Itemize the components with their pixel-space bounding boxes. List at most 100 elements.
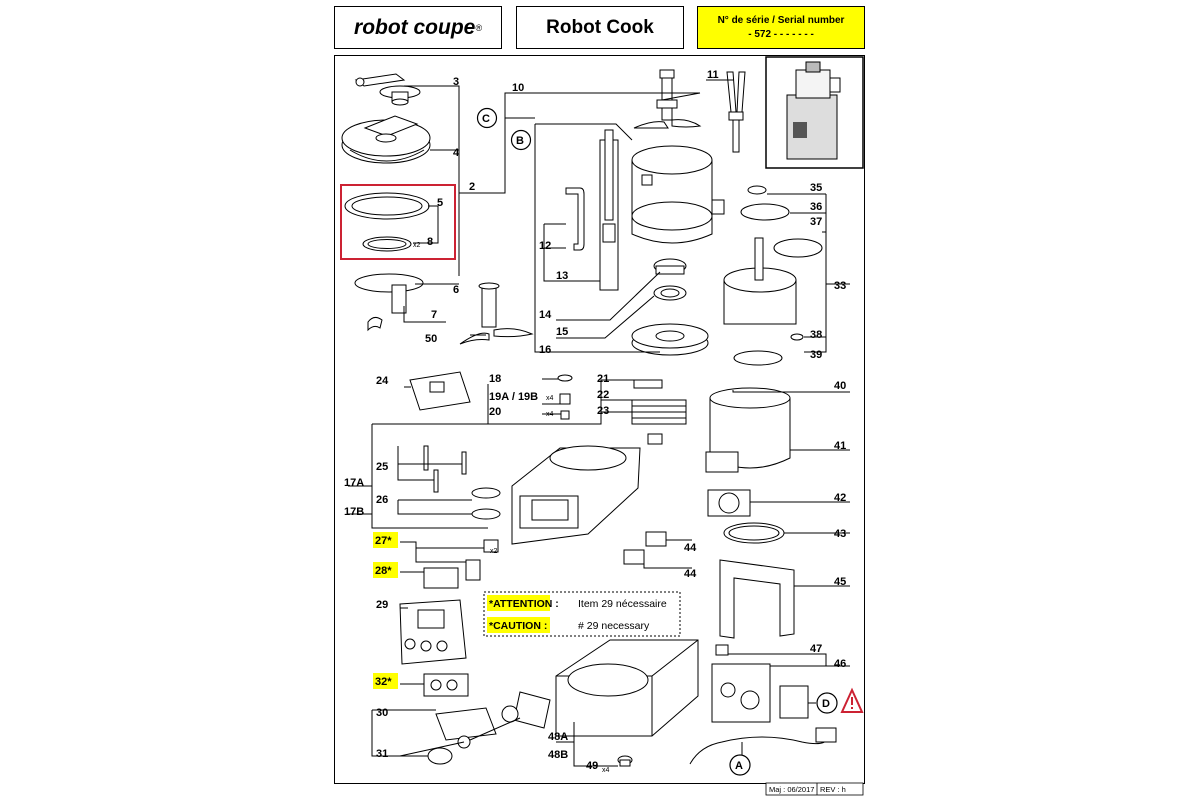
serial-value: - 572 - - - - - - - <box>748 28 814 40</box>
callout-14: 14 <box>539 309 552 321</box>
caution-label: *CAUTION : <box>489 620 547 632</box>
callout-28: 28* <box>375 565 392 577</box>
electronic-board-46 <box>711 644 809 723</box>
callout-48b: 48B <box>548 749 568 761</box>
qty-27: x2 <box>490 548 498 555</box>
callout-12: 12 <box>539 240 551 252</box>
callout-10: 10 <box>512 82 524 94</box>
circle-d: D <box>822 698 830 710</box>
inset-machine-icon <box>786 61 841 160</box>
small-seal-ring <box>362 236 412 252</box>
callout-26: 26 <box>376 494 388 506</box>
seal-selection-highlight <box>340 184 456 260</box>
lid-seal-ring <box>344 192 430 220</box>
diagram-frame <box>334 55 865 784</box>
bowl-assembly <box>631 145 725 244</box>
base-housing <box>511 445 641 545</box>
callout-21: 21 <box>597 373 609 385</box>
callout-17b: 17B <box>344 506 364 518</box>
warning-icon <box>840 687 864 713</box>
callout-47: 47 <box>810 643 822 655</box>
attention-label: *ATTENTION : <box>489 598 559 610</box>
gasket-43 <box>723 522 785 544</box>
callout-32: 32* <box>375 676 392 688</box>
callout-44-bottom: 44 <box>684 568 697 580</box>
callout-43: 43 <box>834 528 846 540</box>
callout-45: 45 <box>834 576 846 588</box>
coupling-parts <box>631 258 709 356</box>
callout-4: 4 <box>453 147 460 159</box>
attention-box: *ATTENTION : Item 29 nécessaire *CAUTION… <box>483 591 681 637</box>
revision-date: Maj : 06/2017 <box>769 785 814 794</box>
callout-16: 16 <box>539 344 551 356</box>
callout-42: 42 <box>834 492 846 504</box>
callout-17a: 17A <box>344 477 364 489</box>
callout-31: 31 <box>376 748 388 760</box>
circle-references: C B D A <box>476 107 838 776</box>
foot-49 <box>617 755 633 767</box>
handle-parts <box>565 129 619 291</box>
brand-logo: robot coupe® <box>334 6 502 49</box>
callout-48a: 48A <box>548 731 568 743</box>
callout-29: 29 <box>376 599 388 611</box>
callout-44-top: 44 <box>684 542 697 554</box>
callout-40: 40 <box>834 380 846 392</box>
brand-name: robot coupe <box>354 15 476 39</box>
callout-49: 49 <box>586 760 598 772</box>
callout-35: 35 <box>810 182 822 194</box>
callout-6: 6 <box>453 284 459 296</box>
circle-c: C <box>482 113 490 125</box>
keypad-parts <box>399 539 499 697</box>
callout-15: 15 <box>556 326 568 338</box>
power-cable-a <box>689 727 837 765</box>
revision-code: REV : h <box>820 785 846 794</box>
display-board-24 <box>409 371 471 411</box>
motor-assembly <box>723 185 823 366</box>
scraper-part <box>354 273 424 332</box>
callout-numbers: 3 4 5 8 2 6 7 50 10 11 12 13 14 15 16 35… <box>344 69 846 772</box>
callout-7: 7 <box>431 309 437 321</box>
callout-30: 30 <box>376 707 388 719</box>
qty-8: x2 <box>413 242 421 249</box>
callout-3: 3 <box>453 76 459 88</box>
lid-main <box>341 115 431 164</box>
qty-19: x4 <box>546 395 554 402</box>
quantities: x2 x4 x4 x2 x4 <box>413 242 610 774</box>
callout-46: 46 <box>834 658 846 670</box>
callout-13: 13 <box>556 270 568 282</box>
callout-22: 22 <box>597 389 609 401</box>
model-title: Robot Cook <box>516 6 684 49</box>
fan-42 <box>707 489 751 517</box>
callout-50: 50 <box>425 333 437 345</box>
blade-50 <box>459 282 534 345</box>
qty-20: x4 <box>546 411 554 418</box>
bracket-45 <box>719 559 795 639</box>
callout-38: 38 <box>810 329 822 341</box>
caution-text: # 29 necessary <box>578 620 650 632</box>
callout-5: 5 <box>437 197 443 209</box>
revision-footer: Maj : 06/2017 REV : h <box>765 782 864 796</box>
callout-37: 37 <box>810 216 822 228</box>
leader-lines <box>348 79 850 767</box>
housing-41 <box>705 387 791 473</box>
callout-23: 23 <box>597 405 609 417</box>
callout-39: 39 <box>810 349 822 361</box>
attention-text: Item 29 nécessaire <box>578 598 667 610</box>
callout-25: 25 <box>376 461 388 473</box>
serial-label: N° de série / Serial number <box>717 14 845 26</box>
callout-41: 41 <box>834 440 846 452</box>
highlighted-callouts: 27* 28* 32* <box>373 532 398 689</box>
serial-number-box: N° de série / Serial number - 572 - - - … <box>697 6 865 49</box>
circle-a: A <box>735 760 743 772</box>
bottom-tray-48 <box>555 639 699 737</box>
callout-36: 36 <box>810 201 822 213</box>
callout-19: 19A / 19B <box>489 391 538 403</box>
callout-20: 20 <box>489 406 501 418</box>
callout-11: 11 <box>707 69 719 81</box>
callout-8: 8 <box>427 236 433 248</box>
interface-30-31 <box>427 691 551 765</box>
feet-parts <box>557 374 573 420</box>
spatula-11 <box>726 71 746 153</box>
callout-33: 33 <box>834 280 846 292</box>
callout-24: 24 <box>376 375 389 387</box>
